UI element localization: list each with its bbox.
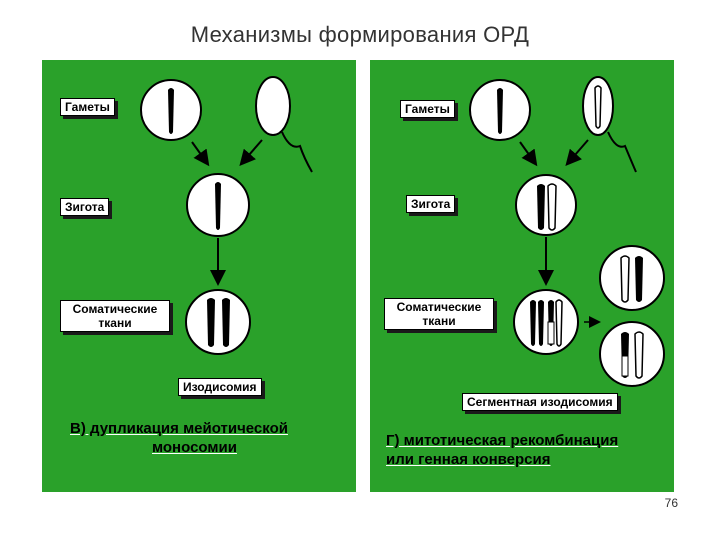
caption-line-2: моносомии xyxy=(152,439,237,456)
chromosome-icon xyxy=(222,298,230,347)
arrow-icon xyxy=(565,139,589,167)
right-diagram xyxy=(469,76,665,387)
sperm-tail-icon xyxy=(607,131,637,173)
left-diagram xyxy=(140,76,313,355)
caption-line-2: или генная конверсия xyxy=(386,451,551,468)
chromosome-icon xyxy=(537,184,545,230)
arrow-icon xyxy=(519,141,538,167)
daughter-cell-heterozygous xyxy=(599,245,665,311)
zygote-cell xyxy=(515,174,577,236)
caption-line-1: Г) митотическая рекомбинация xyxy=(386,432,619,449)
label-somatic-tissues: Соматические ткани xyxy=(384,298,494,330)
page-title: Механизмы формирования ОРД xyxy=(190,22,530,47)
chromosome-icon xyxy=(207,298,215,347)
label-zygote: Зигота xyxy=(60,198,110,216)
panel-meiotic-monosomy-duplication: Гаметы Зигота Соматические ткани Изодисо… xyxy=(42,60,356,492)
gamete-cell-sperm xyxy=(582,76,637,173)
label-zygote: Зигота xyxy=(406,195,456,213)
gamete-cell-egg xyxy=(469,79,531,141)
chromosome-outline-icon xyxy=(547,183,557,231)
chromosome-icon xyxy=(497,88,503,134)
gamete-cell-sperm-empty xyxy=(255,76,313,173)
somatic-cell-recombination xyxy=(513,289,579,355)
somatic-cell xyxy=(185,289,251,355)
panel-mitotic-recombination: Гаметы Зигота Соматические ткани Сегмент… xyxy=(370,60,674,492)
caption-line-1: В) дупликация мейотической xyxy=(70,420,288,437)
label-segmental-isodisomy: Сегментная изодисомия xyxy=(462,393,618,411)
chromosome-icon xyxy=(168,88,174,134)
label-gametes: Гаметы xyxy=(400,100,455,118)
daughter-cell-isodisomic xyxy=(599,321,665,387)
gamete-cell-egg xyxy=(140,79,202,141)
chromosome-icon xyxy=(215,182,221,230)
label-somatic-tissues: Соматические ткани xyxy=(60,300,170,332)
page-number: 76 xyxy=(664,496,678,510)
label-gametes: Гаметы xyxy=(60,98,115,116)
zygote-cell xyxy=(186,173,250,237)
label-isodisomy: Изодисомия xyxy=(178,378,262,396)
arrow-icon xyxy=(239,139,263,167)
sperm-tail-icon xyxy=(281,131,313,173)
chromosome-outline-icon xyxy=(594,85,602,129)
arrow-icon xyxy=(191,141,210,167)
